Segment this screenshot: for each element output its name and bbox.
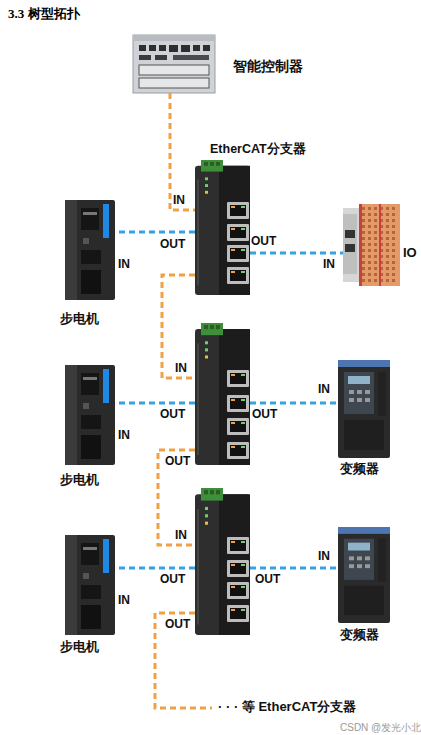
usb-port (139, 45, 146, 51)
device-label: 变频器 (340, 628, 379, 643)
port-label: OUT (251, 235, 276, 249)
port-label: IN (173, 194, 185, 208)
drive-illustration (65, 200, 115, 300)
usb-port (149, 45, 156, 51)
ethercat-switch: EtherCAT分支器INOUTOUT (195, 160, 250, 295)
port-label: IN (318, 550, 330, 564)
continuation-cable (155, 613, 212, 708)
device-label: IO (403, 246, 417, 261)
ethernet-cable (162, 275, 195, 378)
port-label: OUT (160, 408, 185, 422)
io-port (345, 230, 355, 238)
lan-port (169, 45, 178, 52)
usb-port (159, 45, 166, 51)
rj45-port (227, 605, 249, 622)
rj45-port (227, 418, 249, 435)
port-label: IN (175, 362, 187, 376)
io-strip (359, 204, 362, 286)
rj45-port (227, 245, 249, 262)
io-terminals (359, 204, 400, 286)
ethernet-cable (170, 93, 195, 210)
device-label: EtherCAT分支器 (210, 142, 306, 156)
ethernet-cable (115, 231, 195, 234)
device-label: 步电机 (60, 312, 99, 327)
port-label: OUT (255, 573, 280, 587)
rj45-port (227, 224, 249, 241)
port-label: IN (118, 594, 130, 608)
rj45-port (227, 370, 249, 387)
stepper-drive: IN步电机 (65, 535, 115, 635)
ethernet-cable (250, 567, 338, 570)
device-label: 智能控制器 (233, 58, 303, 74)
rj45-port (227, 560, 249, 577)
rj45-port (227, 582, 249, 599)
rj45-port (227, 537, 249, 554)
serial-port (155, 55, 167, 60)
io-illustration (343, 204, 400, 286)
switch-illustration (195, 488, 250, 635)
lan-port (181, 45, 190, 52)
controller-case (133, 35, 215, 93)
ethercat-switch: INOUTOUTOUT (195, 323, 250, 465)
serial-port (139, 55, 151, 60)
io-port (345, 244, 355, 252)
stepper-drive: IN步电机 (65, 365, 115, 465)
port-label: OUT (165, 618, 190, 632)
drive-illustration (65, 535, 115, 635)
io-coupler (343, 214, 357, 274)
device-label: 变频器 (340, 462, 379, 477)
ethernet-cable (158, 450, 195, 545)
controller-illustration (133, 35, 215, 93)
inverter-illustration (338, 527, 390, 623)
io-strip (379, 204, 381, 286)
ethernet-cable (115, 402, 195, 405)
ethernet-cable (250, 402, 338, 405)
switch-illustration (195, 323, 250, 465)
ethernet-cable (250, 252, 343, 255)
port-label: OUT (252, 408, 277, 422)
frequency-inverter: IN变频器 (338, 360, 390, 458)
port-label: IN (323, 258, 335, 272)
watermark: CSDN @发光小北 (340, 722, 421, 734)
usb-port (203, 45, 210, 51)
continuation-note: · · · 等 EtherCAT分支器 (218, 700, 356, 715)
port-label: IN (175, 529, 187, 543)
ethernet-cable (115, 567, 195, 570)
drive-illustration (65, 365, 115, 465)
industrial-controller: 智能控制器 (133, 35, 215, 93)
switch-illustration (195, 160, 250, 295)
frequency-inverter: IN变频器 (338, 527, 390, 623)
inverter-illustration (338, 360, 390, 458)
io-module: INIO (343, 200, 400, 290)
section-title: 3.3 树型拓扑 (8, 5, 80, 23)
port-label: OUT (160, 238, 185, 252)
port-label: OUT (160, 573, 185, 587)
ethercat-switch: INOUTOUTOUT (195, 488, 250, 635)
expansion-slot (139, 65, 209, 75)
expansion-slot (139, 78, 209, 88)
usb-port (193, 45, 200, 51)
rj45-port (227, 395, 249, 412)
rj45-port (227, 267, 249, 284)
io-strip (173, 55, 209, 60)
device-label: 步电机 (60, 473, 99, 488)
port-label: IN (118, 429, 130, 443)
port-label: OUT (165, 455, 190, 469)
device-label: 步电机 (60, 640, 99, 655)
port-label: IN (118, 258, 130, 272)
rj45-port (227, 202, 249, 219)
controller-top (133, 35, 215, 41)
rj45-port (227, 442, 249, 459)
port-label: IN (318, 383, 330, 397)
stepper-drive: IN步电机 (65, 200, 115, 300)
